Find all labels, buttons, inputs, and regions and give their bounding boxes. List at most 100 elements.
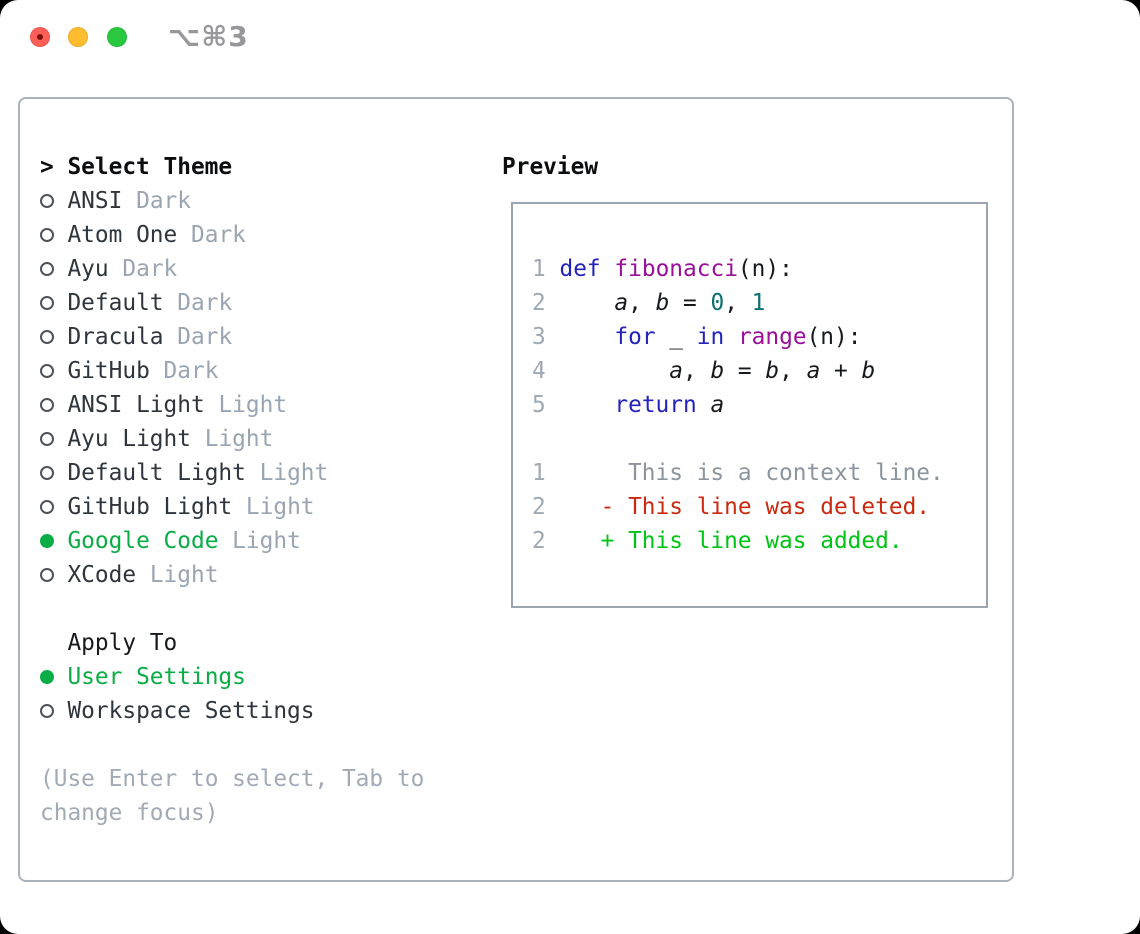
- line-number: 5: [532, 392, 546, 418]
- code-token: b: [710, 358, 725, 384]
- code-token: [559, 358, 669, 384]
- theme-variant: Dark: [136, 188, 191, 214]
- theme-option-atom-one[interactable]: Atom One Dark: [40, 218, 424, 252]
- theme-list: ANSI Dark Atom One Dark Ayu Dark Default…: [40, 184, 424, 592]
- code-token: 1: [751, 290, 766, 316]
- theme-selector-left-pane: > Select Theme ANSI Dark Atom One Dark Ay…: [40, 150, 424, 830]
- theme-name: ANSI Light: [67, 392, 205, 418]
- code-line: 3 for _ in range(n):: [532, 320, 944, 354]
- zoom-button[interactable]: [107, 27, 127, 47]
- close-active-dot-icon: [37, 34, 43, 40]
- diff-text: - This line was deleted.: [545, 494, 931, 520]
- line-number: 2: [532, 528, 546, 554]
- theme-name: Atom One: [67, 222, 178, 248]
- radio-selected-icon: [40, 660, 54, 694]
- apply-to-title: Apply To: [67, 630, 178, 656]
- apply-option-workspace-settings[interactable]: Workspace Settings: [40, 694, 424, 728]
- radio-unselected-icon: [40, 490, 54, 524]
- radio-unselected-icon: [40, 252, 54, 286]
- code-token: a: [669, 358, 684, 384]
- help-text-line-1: (Use Enter to select, Tab to: [40, 766, 425, 792]
- radio-unselected-icon: [40, 320, 54, 354]
- line-number: 2: [532, 290, 546, 316]
- radio-unselected-icon: [40, 354, 54, 388]
- theme-option-google-code[interactable]: Google Code Light: [40, 524, 424, 558]
- code-token: a: [614, 290, 629, 316]
- line-number: 2: [532, 494, 546, 520]
- code-token: [601, 256, 615, 282]
- apply-option-label: Workspace Settings: [67, 698, 315, 724]
- spacer-row: [532, 422, 944, 456]
- theme-option-xcode[interactable]: XCode Light: [40, 558, 424, 592]
- line-number: 1: [532, 460, 546, 486]
- diff-text: This is a context line.: [545, 460, 944, 486]
- theme-option-ayu-light[interactable]: Ayu Light Light: [40, 422, 424, 456]
- diff-line-added: 2 + This line was added.: [532, 524, 944, 558]
- code-line: 4 a, b = b, a + b: [532, 354, 944, 388]
- code-token: ,: [724, 290, 752, 316]
- theme-option-ayu[interactable]: Ayu Dark: [40, 252, 424, 286]
- apply-option-user-settings[interactable]: User Settings: [40, 660, 424, 694]
- code-line: 1 def fibonacci(n):: [532, 252, 944, 286]
- code-token: [559, 290, 614, 316]
- radio-unselected-icon: [40, 388, 54, 422]
- preview-title: Preview: [502, 154, 599, 180]
- code-token: 0: [710, 290, 725, 316]
- radio-unselected-icon: [40, 422, 54, 456]
- theme-option-default[interactable]: Default Dark: [40, 286, 424, 320]
- theme-variant: Dark: [163, 358, 219, 384]
- select-theme-header: > Select Theme: [40, 150, 424, 184]
- theme-option-github-light[interactable]: GitHub Light Light: [40, 490, 424, 524]
- theme-variant: Dark: [191, 222, 246, 248]
- code-token: [559, 324, 614, 350]
- theme-name: GitHub Light: [67, 494, 233, 520]
- code-token: a: [710, 392, 725, 418]
- theme-variant: Light: [232, 528, 301, 554]
- code-token: (n):: [806, 324, 862, 350]
- code-token: a: [806, 358, 821, 384]
- close-button[interactable]: [30, 27, 50, 47]
- help-text-line-2: change focus): [40, 800, 219, 826]
- code-token: for: [614, 324, 656, 350]
- theme-name: ANSI: [67, 188, 123, 214]
- theme-option-github[interactable]: GitHub Dark: [40, 354, 424, 388]
- theme-variant: Light: [204, 426, 274, 452]
- theme-variant: Dark: [177, 324, 233, 350]
- code-token: in: [696, 324, 725, 350]
- theme-name: XCode: [67, 562, 137, 588]
- theme-option-default-light[interactable]: Default Light Light: [40, 456, 424, 490]
- radio-unselected-icon: [40, 558, 54, 592]
- diff-line-context: 1 This is a context line.: [532, 456, 944, 490]
- spacer-row: [40, 592, 424, 626]
- code-token: =: [724, 358, 766, 384]
- window-shortcut-title: ⌥⌘3: [168, 20, 249, 53]
- minimize-button[interactable]: [68, 27, 88, 47]
- theme-name: Ayu Light: [67, 426, 191, 452]
- selection-cursor-icon: >: [40, 154, 54, 180]
- code-token: ,: [779, 358, 807, 384]
- theme-name: Default Light: [67, 460, 246, 486]
- theme-name: Dracula: [67, 324, 164, 350]
- code-token: b: [765, 358, 780, 384]
- theme-variant: Dark: [177, 290, 233, 316]
- theme-name: GitHub: [67, 358, 150, 384]
- spacer-row: [40, 728, 424, 762]
- code-token: =: [669, 290, 711, 316]
- radio-unselected-icon: [40, 218, 54, 252]
- code-token: (n):: [737, 256, 793, 282]
- line-number: 3: [532, 324, 546, 350]
- select-theme-title: Select Theme: [67, 154, 233, 180]
- code-token: b: [655, 290, 670, 316]
- theme-option-ansi-light[interactable]: ANSI Light Light: [40, 388, 424, 422]
- radio-unselected-icon: [40, 286, 54, 320]
- code-token: fibonacci: [614, 256, 738, 282]
- theme-option-ansi[interactable]: ANSI Dark: [40, 184, 424, 218]
- code-token: ,: [628, 290, 656, 316]
- radio-unselected-icon: [40, 694, 54, 728]
- radio-unselected-icon: [40, 184, 54, 218]
- apply-option-label: User Settings: [67, 664, 246, 690]
- theme-option-dracula[interactable]: Dracula Dark: [40, 320, 424, 354]
- code-line: 5 return a: [532, 388, 944, 422]
- theme-name: Google Code: [67, 528, 219, 554]
